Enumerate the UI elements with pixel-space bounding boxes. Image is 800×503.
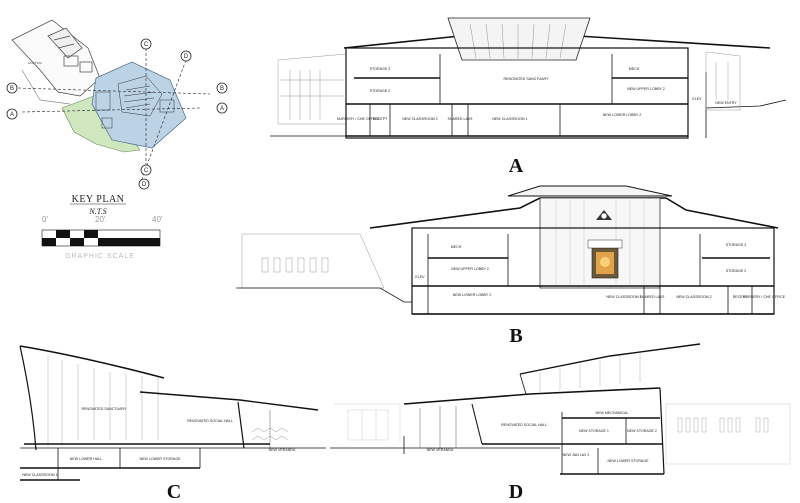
key-plan-cut-lines xyxy=(17,48,211,185)
scale-label: GRAPHIC SCALE xyxy=(65,253,135,260)
section-a-room-recept: RECEPT xyxy=(373,117,388,121)
section-d-room-social-hall: RENOVATED SOCIAL HALL xyxy=(501,423,547,427)
svg-text:B: B xyxy=(10,86,14,92)
section-a-room-lower-lobby: NEW LOWER LOBBY 2 xyxy=(603,113,641,117)
section-b: MECH NEW UPPER LOBBY 2 ELEV NEW LOWER LO… xyxy=(236,185,786,347)
section-a-room-upper-lobby: NEW UPPER LOBBY 2 xyxy=(627,87,665,91)
section-b-room-classroom-1: NEW CLASSROOM 1 xyxy=(606,295,641,299)
section-c-room-lower-storage: NEW LOWER STORAGE xyxy=(139,457,181,461)
graphic-scale: 0' 20' 40' GRAPHIC SCALE xyxy=(41,215,163,260)
section-b-room-upper-lobby: NEW UPPER LOBBY 2 xyxy=(451,267,489,271)
svg-text:D: D xyxy=(184,54,189,60)
svg-text:A: A xyxy=(10,112,14,118)
section-a-room-sanctuary: RENOVATED SANCTUARY xyxy=(504,77,550,81)
svg-text:B: B xyxy=(220,86,224,92)
section-b-room-lower-lobby: NEW LOWER LOBBY 2 xyxy=(453,293,491,297)
section-a-room-entry: NEW ENTRY xyxy=(715,101,737,105)
section-c-room-veranda: NEW VERANDA xyxy=(269,448,296,452)
section-d-room-mechanical: NEW MECHANICAL xyxy=(596,411,629,415)
key-plan-blue-zone xyxy=(91,61,187,149)
section-a-room-mech: MECH xyxy=(629,67,640,71)
section-a-room-storage-2: STORAGE 2 xyxy=(370,89,391,93)
section-b-existing-building xyxy=(241,233,385,289)
section-b-room-lavs: SHARED LAVS xyxy=(640,295,666,299)
section-a-room-lavs: SHARED LAVS xyxy=(448,117,474,121)
section-a-clerestory xyxy=(447,17,591,61)
key-plan-marker-a-left: A xyxy=(6,108,18,120)
svg-text:C: C xyxy=(144,168,149,174)
key-plan-existing-wing: EXISTING xyxy=(11,19,101,105)
section-d-room-storage-2: NEW STORAGE 2 xyxy=(627,429,657,433)
key-plan-marker-c-bottom: C xyxy=(140,164,152,176)
svg-text:D: D xyxy=(142,182,147,188)
section-d-background-building xyxy=(334,403,791,465)
section-a-existing-building xyxy=(277,53,347,125)
section-c: RENOVATED SANCTUARY RENOVATED SOCIAL HAL… xyxy=(19,345,326,503)
section-a-room-elev: ELEV xyxy=(692,97,702,101)
section-b-stained-glass-window xyxy=(587,239,623,279)
section-c-sanctuary-roof xyxy=(19,345,165,379)
section-c-room-sanctuary: RENOVATED SANCTUARY xyxy=(82,407,128,411)
section-a-room-storage-3: STORAGE 3 xyxy=(370,67,391,71)
svg-text:A: A xyxy=(220,106,224,112)
key-plan-marker-c-top: C xyxy=(140,38,152,50)
section-b-room-nursery: NURSERY / CHE OFFICE xyxy=(743,295,786,299)
section-b-tower-roof xyxy=(507,185,673,197)
section-d-room-jan-lav: NEW JAN LAV 2 xyxy=(563,453,590,457)
section-b-room-recept: RECEPT xyxy=(733,295,748,299)
section-b-room-mech: MECH xyxy=(451,245,462,249)
section-b-room-elev: ELEV xyxy=(415,275,425,279)
key-plan-marker-a-right: A xyxy=(216,102,228,114)
key-plan-existing-label: EXISTING xyxy=(28,61,43,65)
key-plan-marker-b-right: B xyxy=(216,82,228,94)
section-b-room-storage-3: STORAGE 3 xyxy=(726,243,747,247)
section-b-label: B xyxy=(509,325,522,347)
scale-tick-40: 40' xyxy=(152,215,163,224)
section-d-room-lower-storage: NEW LOWER STORAGE xyxy=(607,459,649,463)
section-c-room-lower-hall: NEW LOWER HALL xyxy=(70,457,103,461)
key-plan-title: KEY PLAN xyxy=(72,194,125,205)
svg-text:C: C xyxy=(144,42,149,48)
section-d-room-storage-1: NEW STORAGE 1 xyxy=(579,429,609,433)
section-b-room-storage-2: STORAGE 2 xyxy=(726,269,747,273)
scale-tick-0: 0' xyxy=(42,215,48,224)
section-c-hall-roof xyxy=(139,391,319,411)
section-d-room-veranda: NEW VERANDA xyxy=(427,448,454,452)
section-c-room-classroom-1: NEW CLASSROOM 1 xyxy=(22,473,57,477)
section-a-room-classroom-2: NEW CLASSROOM 2 xyxy=(402,117,437,121)
section-a-room-nursery: NURSERY / CHE OFFICE xyxy=(337,117,380,121)
key-plan: EXISTING B xyxy=(6,19,228,216)
section-c-room-social-hall: RENOVATED SOCIAL HALL xyxy=(187,419,233,423)
key-plan-marker-d-bottom: D xyxy=(138,178,150,190)
section-a-label: A xyxy=(509,155,524,177)
section-b-roof-emblem xyxy=(596,210,612,220)
section-a: STORAGE 3 STORAGE 2 RENOVATED SANCTUARY … xyxy=(270,17,787,177)
key-plan-marker-d-top: D xyxy=(180,50,192,62)
section-d-upper-roof xyxy=(519,343,701,375)
key-plan-subtitle: N.T.S xyxy=(88,207,106,216)
section-b-room-classroom-2: NEW CLASSROOM 2 xyxy=(676,295,711,299)
key-plan-marker-b-left: B xyxy=(6,82,18,94)
section-d-label: D xyxy=(509,481,523,503)
section-a-room-classroom-1: NEW CLASSROOM 1 xyxy=(492,117,527,121)
section-d-main-roof xyxy=(403,387,661,405)
section-a-shell xyxy=(345,47,689,139)
section-b-ground xyxy=(236,287,412,303)
section-d: NEW MECHANICAL RENOVATED SOCIAL HALL NEW… xyxy=(330,343,791,503)
scale-tick-20: 20' xyxy=(95,215,106,224)
section-c-label: C xyxy=(167,481,181,503)
scale-bar xyxy=(41,229,161,247)
